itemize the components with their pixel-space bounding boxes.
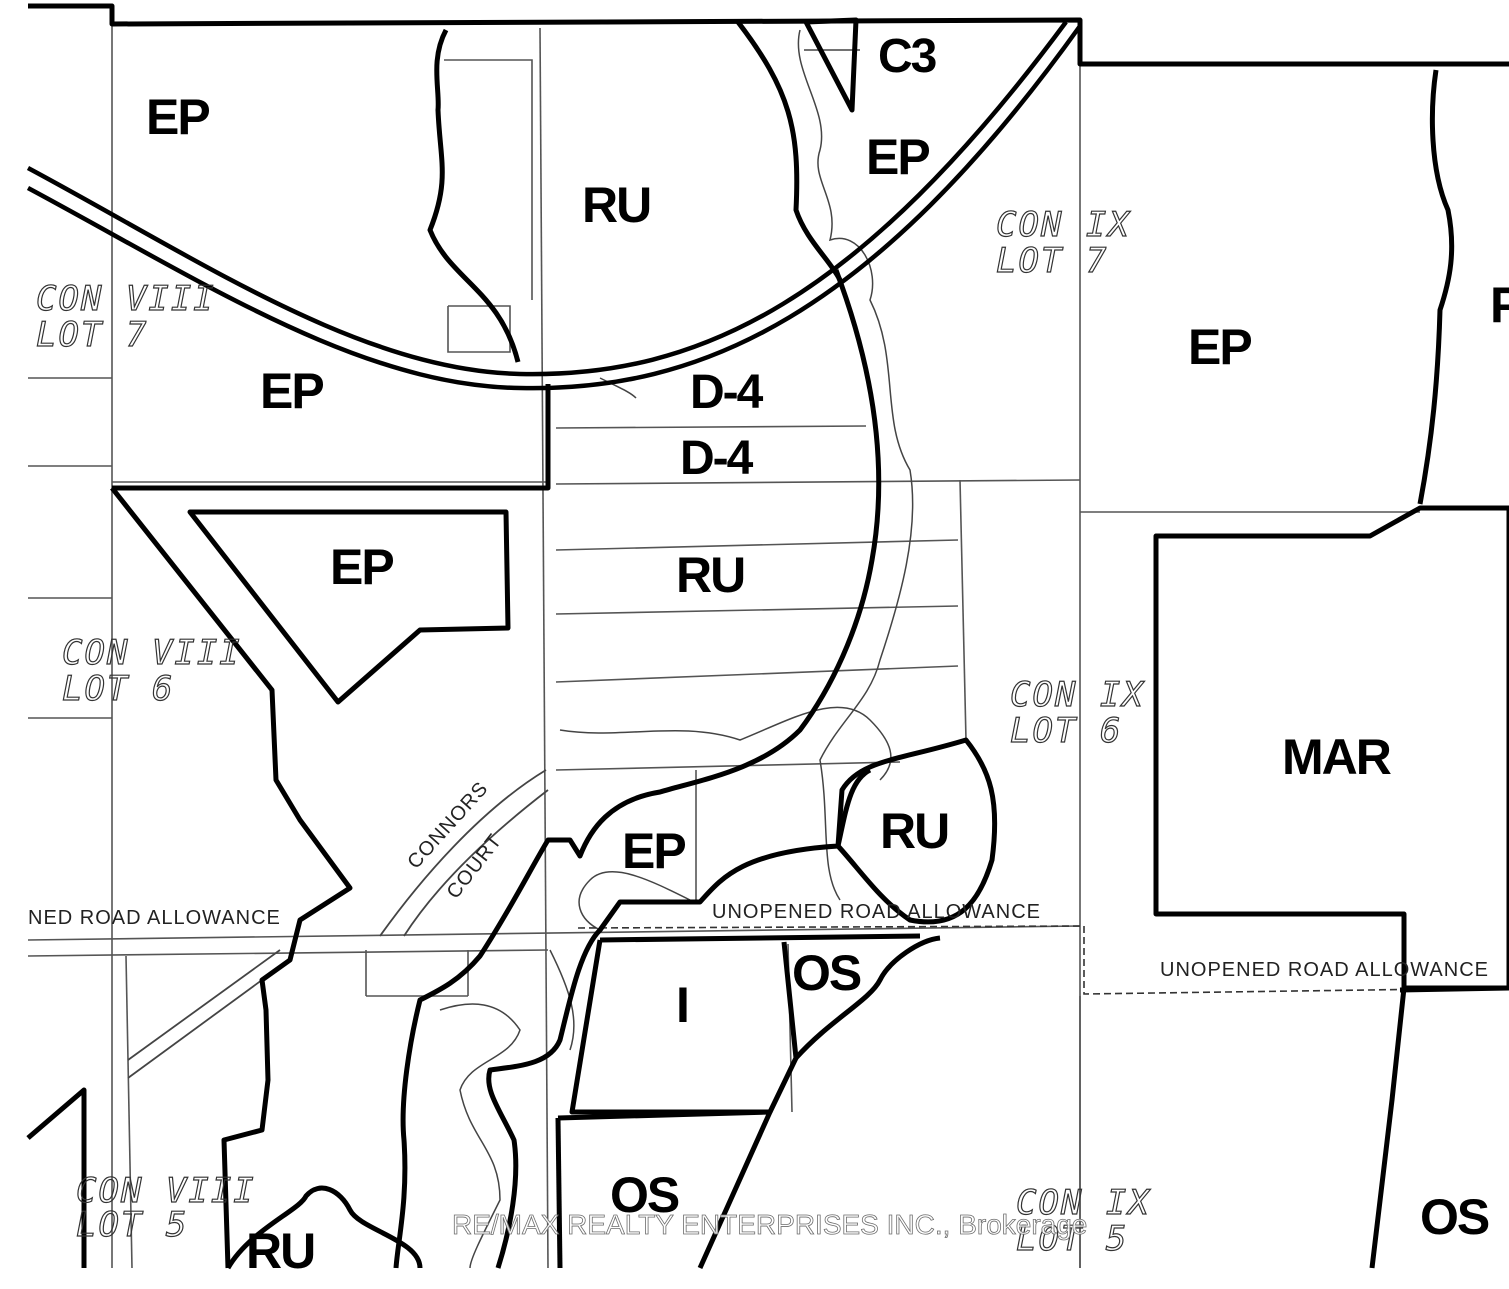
zone-label-os-b: OS — [610, 1167, 679, 1223]
zone-label-d4-b: D-4 — [680, 432, 754, 485]
highway-curve — [26, 20, 1082, 391]
zone-label-d4-a: D-4 — [690, 366, 764, 419]
zone-label-os-c: OS — [1420, 1189, 1489, 1245]
zone-label-ep-south: EP — [622, 823, 685, 879]
con-label-con9-lot6-line2: LOT 6 — [1010, 711, 1122, 751]
zone-label-ru-south: RU — [880, 803, 948, 859]
concession-labels: CON IX LOT 7 CON VIII LOT 7 CON VIII LOT… — [35, 204, 1151, 1259]
zone-label-ru-north: RU — [582, 177, 650, 233]
con-label-con9-lot5-line1: CON IX — [1016, 1183, 1151, 1223]
bottom-margin — [0, 1270, 1509, 1289]
con-label-con8-lot6-line2: LOT 6 — [62, 669, 174, 709]
zone-label-os-a: OS — [792, 945, 861, 1001]
creek-lines — [439, 29, 914, 1269]
con-label-con8-lot7-line1: CON VIII — [36, 279, 216, 319]
zone-label-ep-ne: EP — [866, 129, 929, 185]
zone-label-ru-mid: RU — [676, 547, 744, 603]
connors-court-road — [127, 769, 549, 1079]
road-label-allowance-east: UNOPENED ROAD ALLOWANCE — [1160, 959, 1489, 981]
road-allowance-dashed — [577, 925, 1509, 995]
zone-label-c3: C3 — [878, 30, 936, 83]
brokerage-watermark: RE/MAX REALTY ENTERPRISES INC., Brokerag… — [452, 1209, 1087, 1240]
con-label-con8-lot7-line2: LOT 7 — [36, 315, 148, 355]
zone-label-ep-nw: EP — [146, 89, 209, 145]
zone-label-ep-mid: EP — [260, 363, 323, 419]
zone-labels: C3 EP RU EP EP D-4 D-4 EP RU EP MAR EP R… — [146, 30, 1509, 1279]
con-label-con8-lot5-line1: CON VIII — [76, 1171, 256, 1211]
lot-lines — [27, 20, 1420, 1269]
zone-label-i: I — [676, 977, 688, 1033]
zone-label-ru-sw: RU — [246, 1223, 314, 1279]
con-label-con9-lot7-line1: CON IX — [996, 205, 1131, 245]
zone-label-ep-east: EP — [1188, 319, 1251, 375]
con-label-con9-lot7-line2: LOT 7 — [996, 241, 1108, 281]
road-label-allowance-center: UNOPENED ROAD ALLOWANCE — [712, 901, 1041, 923]
zone-label-ep-triangle: EP — [330, 539, 393, 595]
zone-label-mar: MAR — [1282, 729, 1392, 785]
left-margin — [0, 0, 26, 1289]
con-label-con8-lot5-line2: LOT 5 — [76, 1205, 188, 1245]
con-label-con8-lot6-line1: CON VIII — [62, 633, 242, 673]
con-label-con9-lot6-line1: CON IX — [1010, 675, 1145, 715]
road-label-allowance-west: NED ROAD ALLOWANCE — [28, 907, 281, 929]
zone-label-p-edge: P — [1490, 277, 1509, 333]
zone-boundaries — [26, 3, 1509, 1270]
con-label-con9-lot5-line2: LOT 5 — [1016, 1219, 1128, 1259]
